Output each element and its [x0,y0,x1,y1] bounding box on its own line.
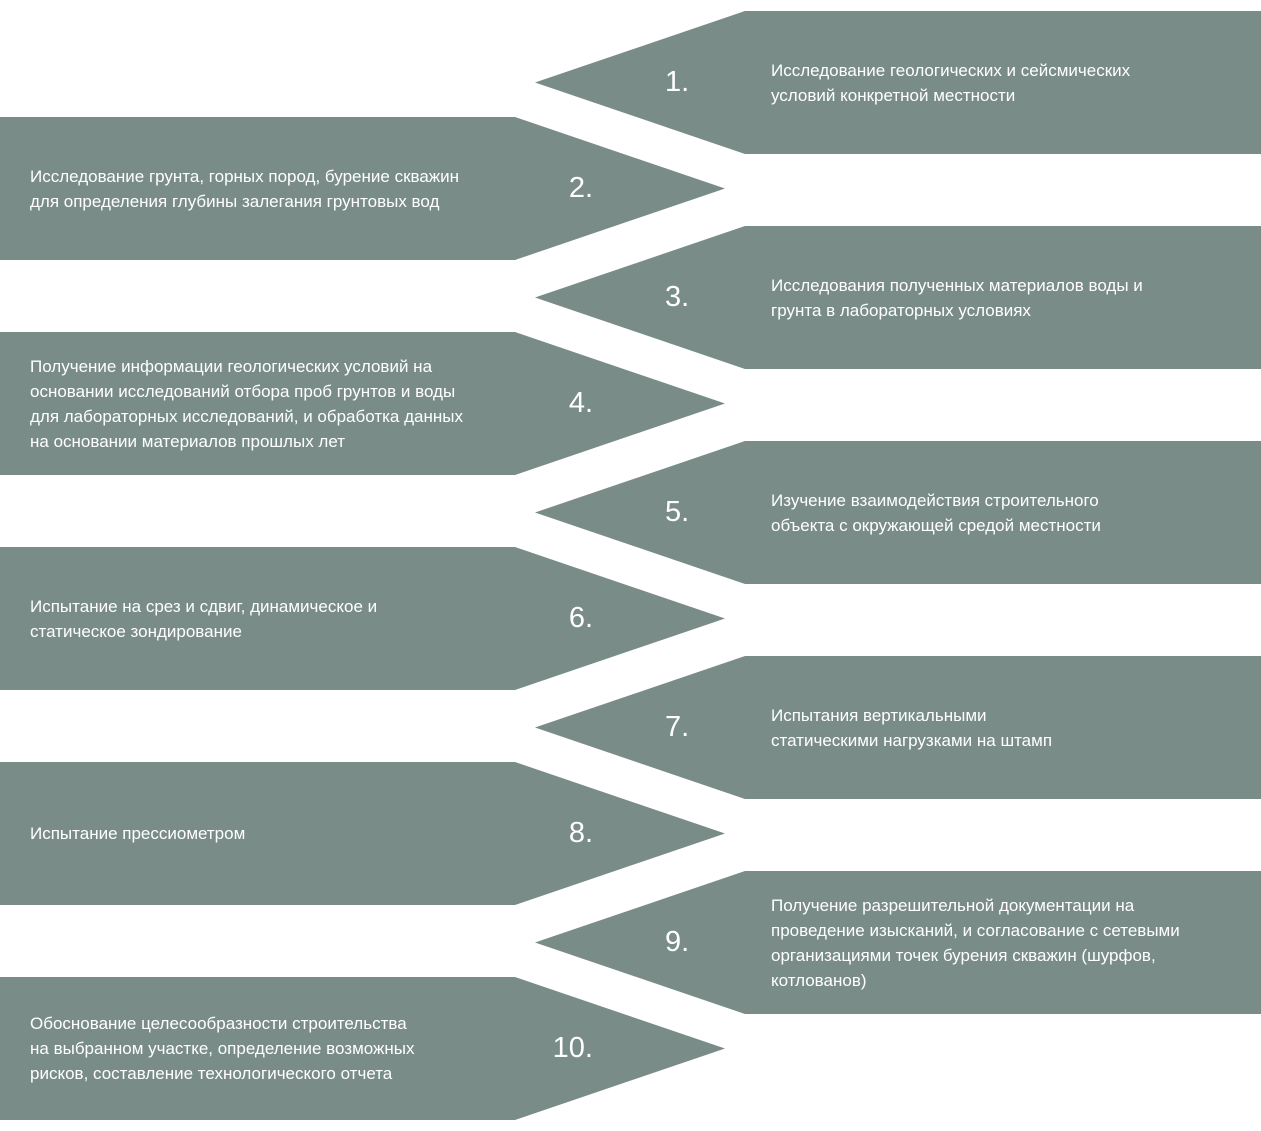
step-text: Исследование геологических и сейсмически… [771,60,1131,105]
step-7: 7. Испытания вертикальными статическими … [535,656,1261,799]
step-text: Исследование грунта, горных пород, бурен… [30,166,460,211]
step-number: 3. [665,281,690,313]
step-9: 9. Получение разрешительной документации… [535,871,1261,1014]
step-6: Испытание на срез и сдвиг, динамическое … [0,547,725,690]
step-number: 6. [568,602,593,634]
step-text: Обоснование целесообразности строительст… [30,1014,415,1083]
step-text: Испытания вертикальными статическими наг… [771,705,1053,750]
step-10: Обоснование целесообразности строительст… [0,977,725,1120]
step-text: Исследования полученных материалов воды … [771,275,1143,320]
step-number: 1. [665,66,690,98]
step-number: 9. [665,926,690,958]
step-number: 10. [552,1032,593,1064]
step-8: Испытание прессиометром 8. [0,762,725,905]
step-2: Исследование грунта, горных пород, бурен… [0,117,725,260]
step-5: 5. Изучение взаимодействия строительного… [535,441,1261,584]
step-3: 3. Исследования полученных материалов во… [535,226,1261,369]
step-text: Получение разрешительной документации на… [771,895,1180,990]
step-text: Испытание на срез и сдвиг, динамическое … [30,596,378,641]
step-4: Получение информации геологических услов… [0,332,725,475]
step-text: Испытание прессиометром [30,824,246,843]
step-number: 2. [568,172,593,204]
step-text: Получение информации геологических услов… [30,356,463,451]
step-number: 7. [665,711,690,743]
step-number: 8. [568,817,593,849]
step-1: 1. Исследование геологических и сейсмиче… [535,11,1261,154]
step-number: 5. [665,496,690,528]
step-number: 4. [568,387,593,419]
step-text: Изучение взаимодействия строительного об… [771,490,1101,535]
